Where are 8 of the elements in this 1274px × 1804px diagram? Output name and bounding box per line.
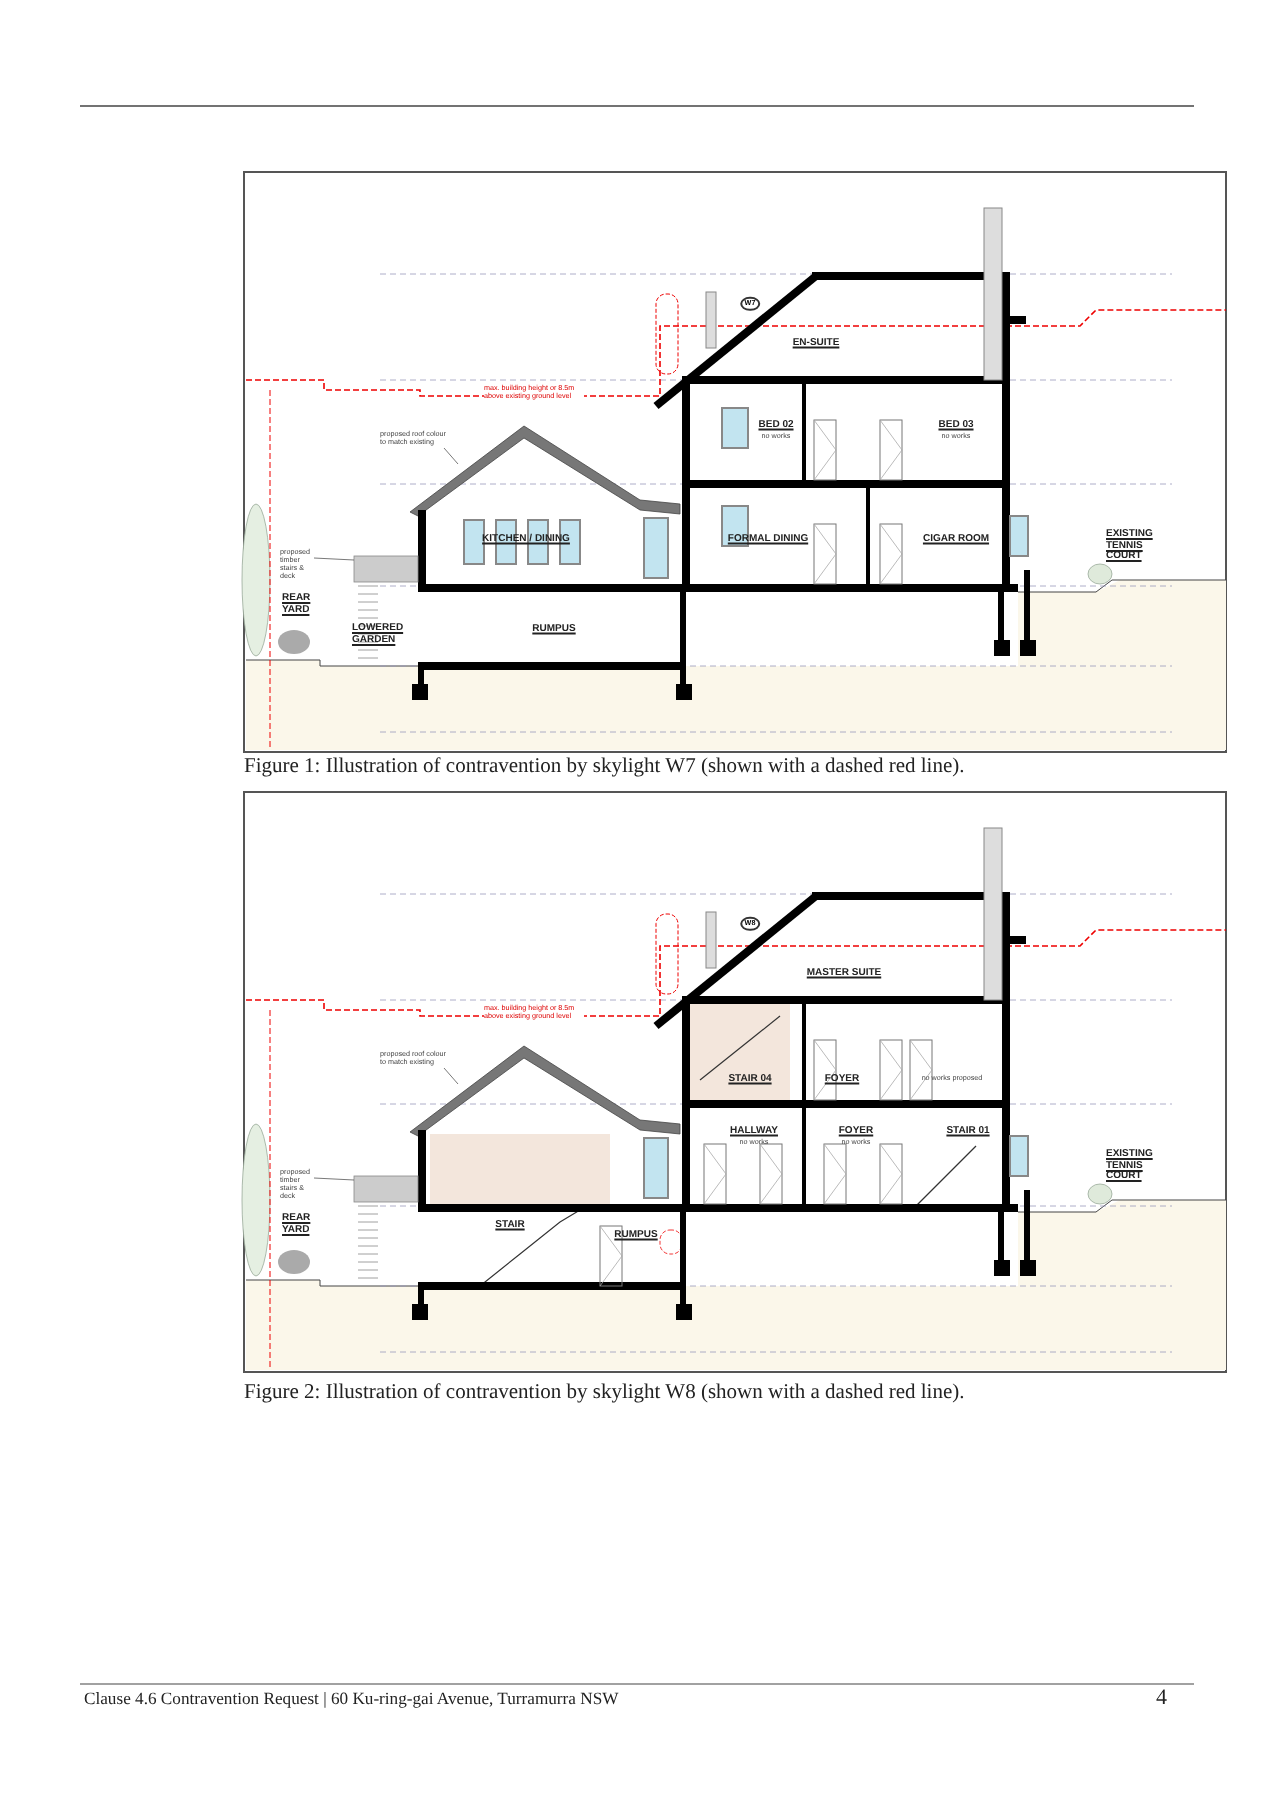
leader-line [313, 1177, 355, 1181]
figure-caption: Figure 2: Illustration of contravention by skylight W8 (shown with a dashed red line). [244, 1382, 965, 1406]
leader-line [313, 557, 355, 561]
figure-caption: Figure 1: Illustration of contravention by skylight W7 (shown with a dashed red line). [244, 756, 965, 780]
leader-line [443, 1067, 459, 1085]
leader-line [443, 447, 459, 465]
page-number: 4 [1156, 1686, 1167, 1711]
footer-text: Clause 4.6 Contravention Request | 60 Ku-ring-gai Avenue, Turramurra NSW [84, 1690, 619, 1709]
